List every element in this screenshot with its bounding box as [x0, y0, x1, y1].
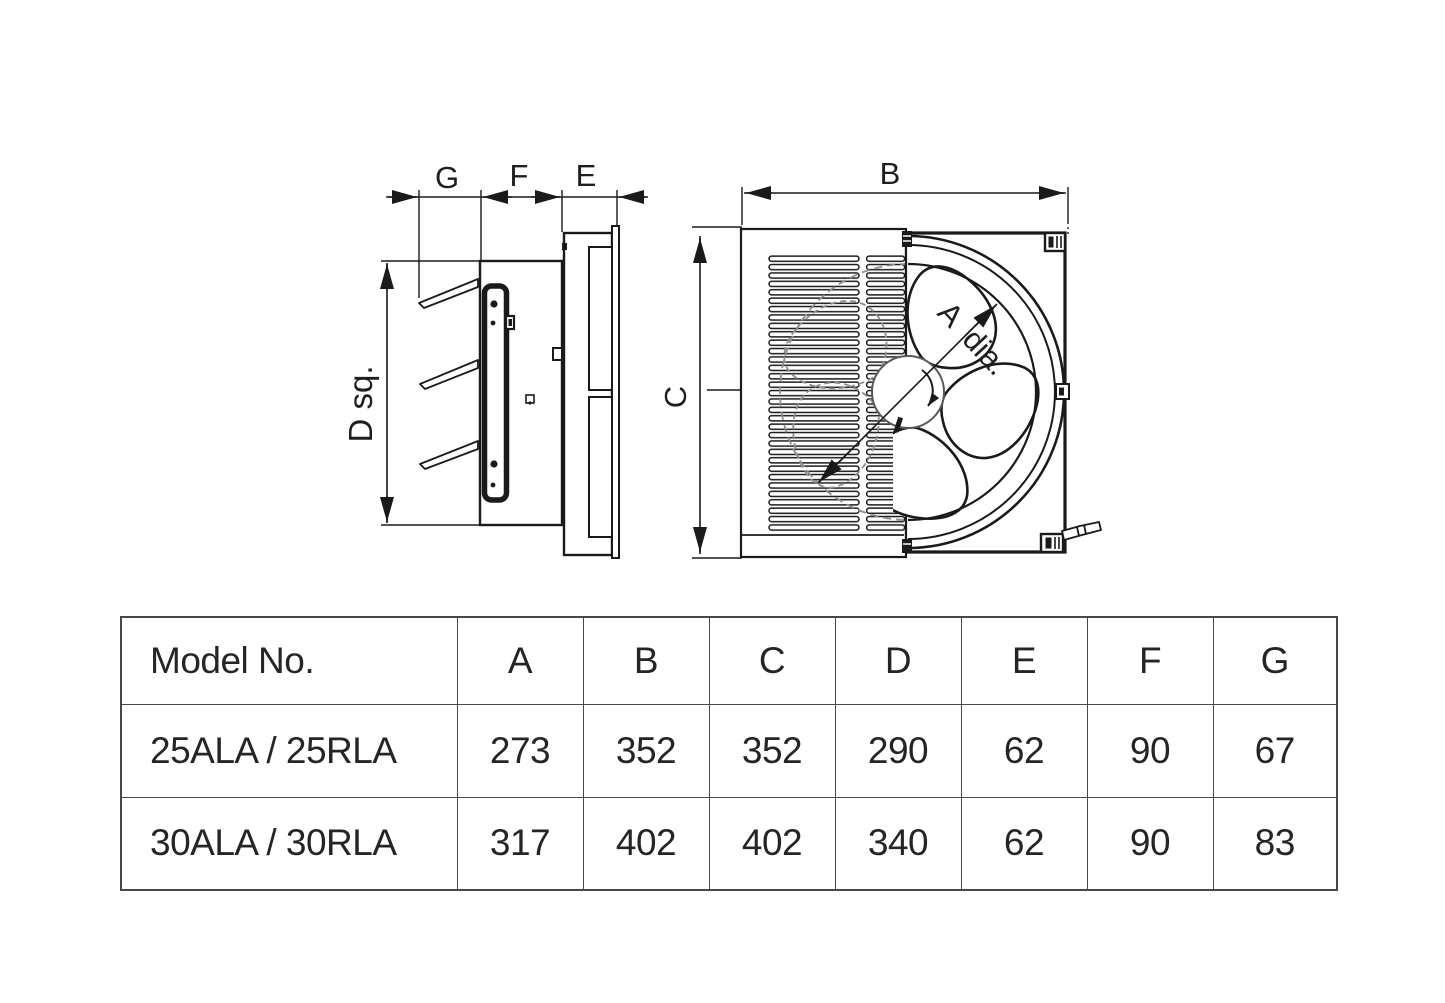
- value-d: 290: [834, 703, 962, 798]
- header-a: A: [456, 616, 584, 705]
- header-g: G: [1212, 616, 1338, 705]
- header-b: B: [582, 616, 710, 705]
- housing-clips: [902, 231, 1070, 554]
- value-a: 317: [456, 796, 584, 891]
- blade-tip-ring: [907, 262, 1038, 522]
- value-f: 90: [1086, 796, 1214, 891]
- value-b: 402: [582, 796, 710, 891]
- value-e: 62: [960, 796, 1088, 891]
- dimension-label-e: E: [576, 158, 597, 193]
- header-c: C: [708, 616, 836, 705]
- value-d: 340: [834, 796, 962, 891]
- grille-panel: [739, 227, 908, 559]
- body-hardware: [525, 347, 563, 405]
- dimension-label-g: G: [435, 160, 459, 195]
- dimension-label-d-sq: D sq.: [342, 365, 379, 442]
- table-header-row: Model No. A B C D E F G: [120, 616, 1338, 705]
- dimension-label-b: B: [880, 156, 901, 191]
- side-view-drawing: G F E D sq.: [342, 158, 648, 559]
- value-e: 62: [960, 703, 1088, 798]
- value-c: 402: [708, 796, 836, 891]
- value-f: 90: [1086, 703, 1214, 798]
- value-g: 67: [1212, 703, 1338, 798]
- header-d: D: [834, 616, 962, 705]
- dimension-label-c: C: [658, 386, 693, 408]
- header-e: E: [960, 616, 1088, 705]
- header-f: F: [1086, 616, 1214, 705]
- mounting-bracket: [481, 283, 516, 503]
- power-cord: [1061, 521, 1102, 541]
- hidden-fan-outline: [771, 263, 909, 521]
- model-name: 25ALA / 25RLA: [120, 703, 458, 798]
- table-row: 25ALA / 25RLA 273 352 352 290 62 90 67: [120, 703, 1338, 798]
- dimension-b: [741, 186, 1069, 236]
- value-b: 352: [582, 703, 710, 798]
- value-a: 273: [456, 703, 584, 798]
- grille-slats-left-column: [768, 255, 860, 532]
- front-view-drawing: B C: [658, 156, 1102, 559]
- clip-top-center: [902, 231, 912, 247]
- clip-bottom-center: [902, 539, 912, 553]
- value-g: 83: [1212, 796, 1338, 891]
- value-c: 352: [708, 703, 836, 798]
- table-row: 30ALA / 30RLA 317 402 402 340 62 90 83: [120, 796, 1338, 891]
- header-model-no: Model No.: [120, 616, 458, 705]
- clip-bottom-right: [1039, 532, 1065, 554]
- dimensions-table: Model No. A B C D E F G 25ALA / 25RLA 27…: [120, 616, 1338, 891]
- front-panel-side: [562, 225, 620, 559]
- dimension-a-dia: [817, 303, 998, 484]
- dimension-label-f: F: [510, 158, 529, 193]
- dimension-gfe: [386, 190, 648, 298]
- model-name: 30ALA / 30RLA: [120, 796, 458, 891]
- louver-shutters: [418, 278, 479, 470]
- clip-mid-right: [1055, 383, 1070, 400]
- dimension-d-sq: [380, 260, 480, 526]
- clip-top-right: [1043, 231, 1067, 253]
